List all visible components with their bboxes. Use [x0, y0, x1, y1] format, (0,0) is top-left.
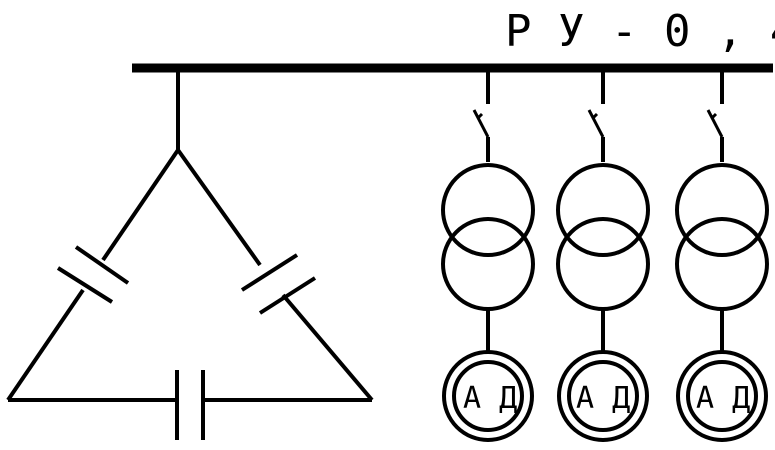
induction-motor-inner: [452, 360, 524, 432]
transformer-primary-coil: [556, 163, 650, 257]
capacitor-left-plate-b: [74, 245, 130, 285]
breaker-switch-icon: [472, 109, 490, 138]
induction-motor-inner: [686, 360, 758, 432]
delta-left-upper: [101, 148, 180, 262]
breaker-switch-tick: [591, 112, 599, 120]
transformer-primary-coil: [675, 163, 769, 257]
motor-label: А Д: [696, 381, 750, 416]
induction-motor-inner: [567, 360, 639, 432]
induction-motor-outer: [442, 350, 534, 442]
breaker-switch-tick: [476, 112, 484, 120]
feeder-3: А Д: [675, 68, 769, 442]
feeder-2: А Д: [556, 68, 650, 442]
induction-motor-outer: [557, 350, 649, 442]
bus-label: Р У - 0 , 4 к В: [505, 6, 775, 57]
capacitor-right-plate-a: [240, 253, 299, 292]
breaker-switch-icon: [706, 109, 724, 138]
breaker-switch-icon: [587, 109, 605, 138]
transformer-secondary-coil: [441, 217, 535, 311]
delta-left-lower: [6, 288, 85, 402]
capacitor-right-plate-b: [258, 276, 317, 315]
induction-motor-outer: [676, 350, 768, 442]
motor-label: А Д: [576, 381, 630, 416]
delta-right-upper: [176, 148, 262, 267]
delta-right-lower: [281, 293, 374, 402]
capacitor-left-plate-a: [56, 266, 114, 304]
transformer-secondary-coil: [675, 217, 769, 311]
transformer-secondary-coil: [556, 217, 650, 311]
breaker-switch-tick: [710, 112, 718, 120]
motor-label: А Д: [463, 381, 517, 416]
feeder-1: А Д: [441, 68, 535, 442]
capacitor-bank-delta: [6, 68, 374, 440]
transformer-primary-coil: [441, 163, 535, 257]
